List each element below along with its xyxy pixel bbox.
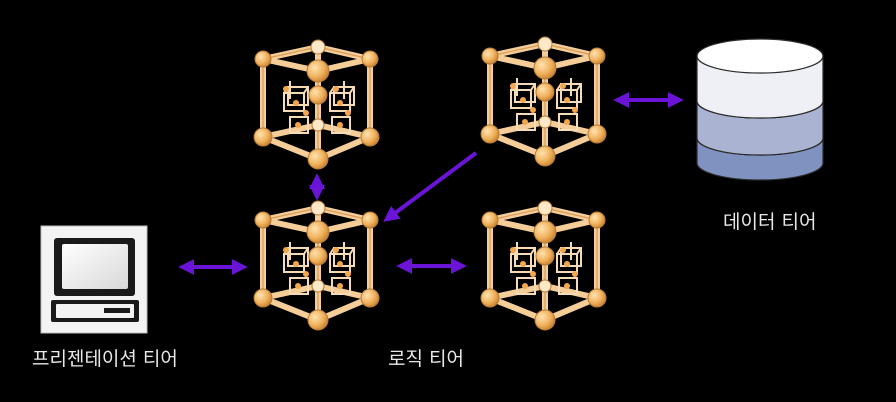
arrow-logic-diagonal (383, 151, 478, 222)
server-cube-icon (481, 37, 606, 166)
server-cube-icon (254, 40, 379, 169)
server-cube-icon (481, 201, 606, 330)
computer-terminal-icon (40, 225, 148, 334)
data-tier-label: 데이터 티어 (723, 211, 817, 233)
database-icon (696, 38, 824, 181)
server-cube-icon (254, 201, 379, 330)
logic-tier-label: 로직 티어 (388, 348, 464, 370)
presentation-tier-label: 프리젠테이션 티어 (32, 348, 178, 370)
